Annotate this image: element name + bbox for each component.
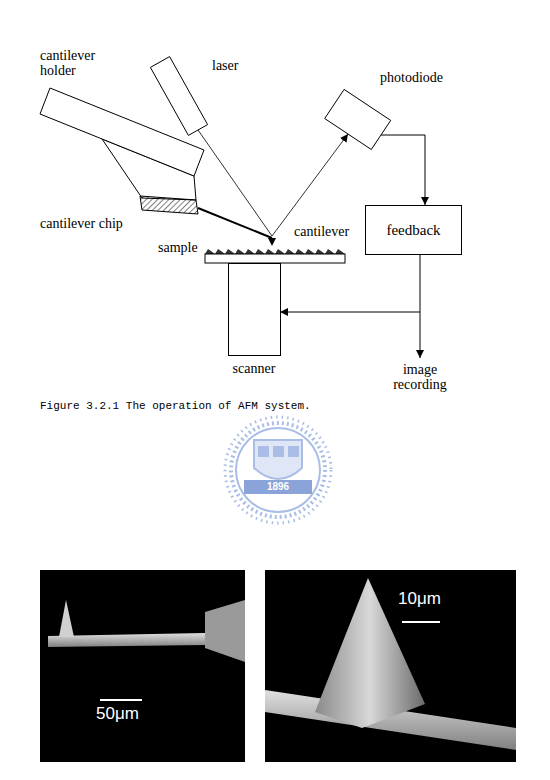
logo-square xyxy=(288,446,299,457)
scale-bar xyxy=(402,621,440,623)
feedback-box: feedback xyxy=(365,205,462,255)
connector xyxy=(198,130,348,236)
outline-shape xyxy=(366,206,462,255)
node-text: feedback xyxy=(386,222,440,239)
sem-image xyxy=(40,570,245,762)
outline-shape xyxy=(205,254,345,263)
logo-rays xyxy=(231,423,325,517)
sample-surface xyxy=(205,249,345,254)
watermark-text: 1896 xyxy=(244,480,312,494)
logo-ribbon xyxy=(244,480,312,494)
logo-ring xyxy=(236,428,320,512)
logo-square xyxy=(273,446,284,457)
node-text: laser xyxy=(212,58,238,73)
part-label: cantilever chip xyxy=(40,216,123,231)
outline-shape xyxy=(150,57,207,136)
connector xyxy=(381,135,425,205)
logo-shield xyxy=(254,440,302,479)
sem-tip xyxy=(59,600,74,637)
sample-stage: sample xyxy=(155,238,347,264)
node-text: photodiode xyxy=(380,70,443,85)
output-label: image recording xyxy=(375,362,465,393)
scale-label: 50μm xyxy=(96,705,139,724)
university-logo xyxy=(225,417,331,523)
figure-caption: Figure 3.2.1 The operation of AFM system… xyxy=(40,400,311,412)
logo-rays-outer xyxy=(225,417,331,523)
outline-shape xyxy=(325,89,391,149)
node-text: scanner xyxy=(233,361,276,376)
part-label: cantilever xyxy=(292,224,351,239)
cantilever-tip xyxy=(268,238,276,246)
sem-image xyxy=(265,570,516,762)
cantilever-beam xyxy=(198,208,272,238)
scale-label: 10μm xyxy=(398,590,441,609)
cantilever-chip xyxy=(140,196,198,214)
sem-chip xyxy=(205,600,245,662)
output-arrow xyxy=(420,312,421,358)
connector xyxy=(280,255,420,312)
node-text: sample xyxy=(158,240,198,255)
scale-bar xyxy=(100,699,142,701)
outline-shape xyxy=(229,264,281,356)
photodiode-detector: photodiode xyxy=(318,66,483,156)
scanner-block: scanner xyxy=(222,263,286,381)
laser-source: laser xyxy=(145,50,245,142)
node-text: cantilever holder xyxy=(40,48,115,79)
logo-square xyxy=(258,446,269,457)
